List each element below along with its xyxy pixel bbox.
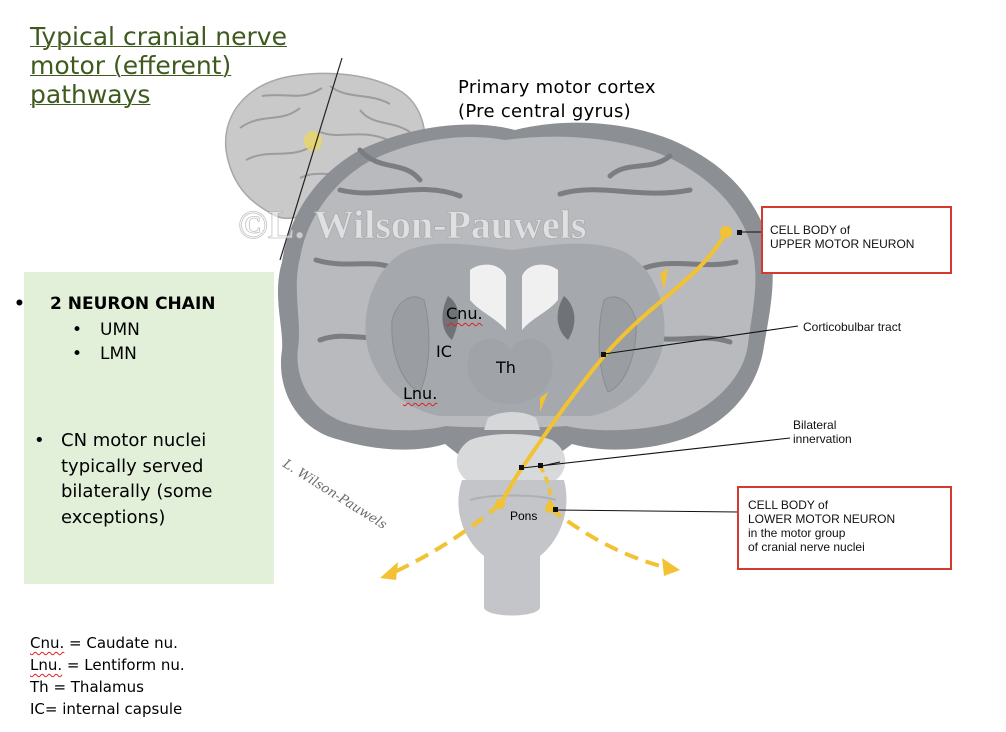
bullet-cn-text: CN motor nuclei typically served bilater… — [61, 430, 213, 528]
copyright-watermark: ©L. Wilson-Pauwels — [238, 202, 586, 247]
bilateral-line-2: innervation — [793, 432, 852, 446]
info-box — [24, 272, 274, 584]
umn-box-line-2: UPPER MOTOR NEURON — [770, 237, 915, 251]
caudate-label: Cnu. — [446, 304, 483, 323]
bullet-icon: • — [72, 344, 83, 364]
primary-motor-cortex-label: Primary motor cortex (Pre central gyrus) — [458, 76, 656, 124]
legend-cnu: Cnu. = Caudate nu. — [30, 634, 178, 652]
bullet-icon: • — [14, 294, 25, 314]
corticobulbar-tract-label: Corticobulbar tract — [803, 320, 902, 334]
bullet-main-text: 2 NEURON CHAIN — [50, 294, 216, 314]
coronal-section — [277, 122, 773, 616]
pons-label: Pons — [510, 509, 538, 523]
lmn-cell-body-box: CELL BODY of LOWER MOTOR NEURON in the m… — [737, 486, 952, 570]
lmn-box-line-1: CELL BODY of — [748, 498, 829, 512]
lmn-box-line-3: in the motor group — [748, 526, 846, 540]
legend-th: Th = Thalamus — [30, 678, 144, 696]
bullet-icon: • — [34, 430, 45, 451]
title-line-1: Typical cranial nerve — [30, 22, 287, 51]
lentiform-label: Lnu. — [403, 384, 438, 403]
legend-lnu: Lnu. = Lentiform nu. — [30, 656, 185, 674]
abbreviation-legend: Cnu. = Caudate nu. Lnu. = Lentiform nu. … — [30, 632, 185, 720]
bullet-lmn-text: LMN — [100, 344, 137, 364]
bullet-icon: • — [72, 320, 83, 340]
leader-lines — [521, 231, 799, 513]
internal-capsule-label: IC — [436, 342, 452, 361]
title-line-3: pathways — [30, 80, 151, 109]
artist-signature: L. Wilson-Pauwels — [279, 456, 389, 533]
thalamus-label: Th — [496, 358, 516, 377]
lmn-box-line-4: of cranial nerve nuclei — [748, 540, 865, 554]
bullet-umn-text: UMN — [100, 320, 140, 340]
bilateral-line-1: Bilateral — [793, 418, 837, 432]
title-line-2: motor (efferent) — [30, 51, 232, 80]
umn-cell-body-box: CELL BODY of UPPER MOTOR NEURON — [761, 206, 952, 274]
cortex-label-line-1: Primary motor cortex — [458, 77, 656, 98]
legend-ic: IC= internal capsule — [30, 700, 183, 718]
slide-title: Typical cranial nerve motor (efferent) p… — [30, 22, 320, 109]
umn-box-line-1: CELL BODY of — [770, 223, 851, 237]
section-plane-line — [279, 57, 343, 261]
cortex-label-line-2: (Pre central gyrus) — [458, 101, 631, 122]
corticobulbar-pathway — [380, 226, 732, 580]
lmn-box-line-2: LOWER MOTOR NEURON — [748, 512, 896, 526]
bilateral-innervation-label: Bilateral innervation — [793, 418, 852, 446]
